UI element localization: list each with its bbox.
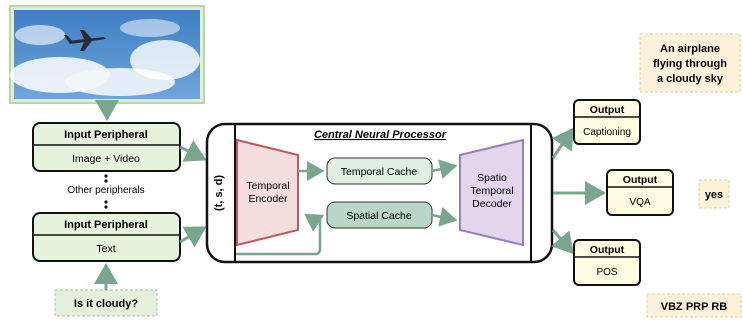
decoder-label-line2: Temporal <box>470 185 513 197</box>
arrow-peripheral-to-processor <box>179 226 207 248</box>
spatial-cache-label: Spatial Cache <box>346 210 412 222</box>
caption-line-1: An airplane <box>660 43 720 55</box>
encoder-label-line2: Encoder <box>248 193 288 205</box>
temporal-cache-label: Temporal Cache <box>341 166 418 178</box>
processor-title: Central Neural Processor <box>314 129 447 141</box>
peripheral-subtitle: Image + Video <box>72 153 140 165</box>
encoder-label-line1: Temporal <box>246 180 289 192</box>
question-text: Is it cloudy? <box>74 298 138 310</box>
vqa-answer: yes <box>698 179 730 209</box>
other-peripherals-label: Other peripherals <box>67 185 144 196</box>
arrow-input-to-spatial-cache <box>236 213 325 256</box>
output-task: POS <box>596 267 617 278</box>
pos-answer: VBZ PRP RB <box>646 293 742 318</box>
output-task: VQA <box>629 197 650 208</box>
temporal-encoder: Temporal Encoder <box>236 138 299 247</box>
output-title: Output <box>623 174 658 186</box>
input-peripheral-text: Input Peripheral Text <box>32 212 181 262</box>
question-box: Is it cloudy? <box>54 289 158 317</box>
peripheral-title: Input Peripheral <box>64 129 148 141</box>
output-vqa: Output VQA <box>606 169 674 216</box>
output-title: Output <box>590 244 625 256</box>
airplane-icon <box>64 30 106 51</box>
spatio-temporal-decoder: Spatio Temporal Decoder <box>459 138 524 247</box>
arrow-spatial-cache-to-decoder <box>431 207 458 227</box>
temporal-cache: Temporal Cache <box>326 157 433 185</box>
output-task: Captioning <box>583 127 631 138</box>
input-image <box>9 5 205 104</box>
other-peripherals: Other peripherals <box>67 174 145 209</box>
arrow-to-pos <box>551 229 574 255</box>
arrow-temporal-cache-to-decoder <box>431 159 458 179</box>
arrow-to-captioning <box>551 127 574 159</box>
peripheral-subtitle: Text <box>96 243 115 255</box>
caption-line-3: a cloudy sky <box>657 73 724 85</box>
caption-answer: An airplane flying through a cloudy sky <box>639 33 741 93</box>
vqa-answer-text: yes <box>705 189 723 201</box>
input-peripheral-image: Input Peripheral Image + Video <box>32 122 181 172</box>
output-pos: Output POS <box>573 239 641 286</box>
axis-label: (t, s, d) <box>213 175 225 211</box>
caption-line-2: flying through <box>653 58 727 70</box>
pos-answer-text: VBZ PRP RB <box>661 301 727 313</box>
decoder-label-line1: Spatio <box>477 172 507 184</box>
spatial-cache: Spatial Cache <box>326 201 433 229</box>
peripheral-title: Input Peripheral <box>64 219 148 231</box>
arrow-peripheral-to-processor <box>179 140 207 162</box>
output-captioning: Output Captioning <box>573 99 641 145</box>
decoder-label-line3: Decoder <box>472 198 512 210</box>
output-title: Output <box>590 104 625 116</box>
